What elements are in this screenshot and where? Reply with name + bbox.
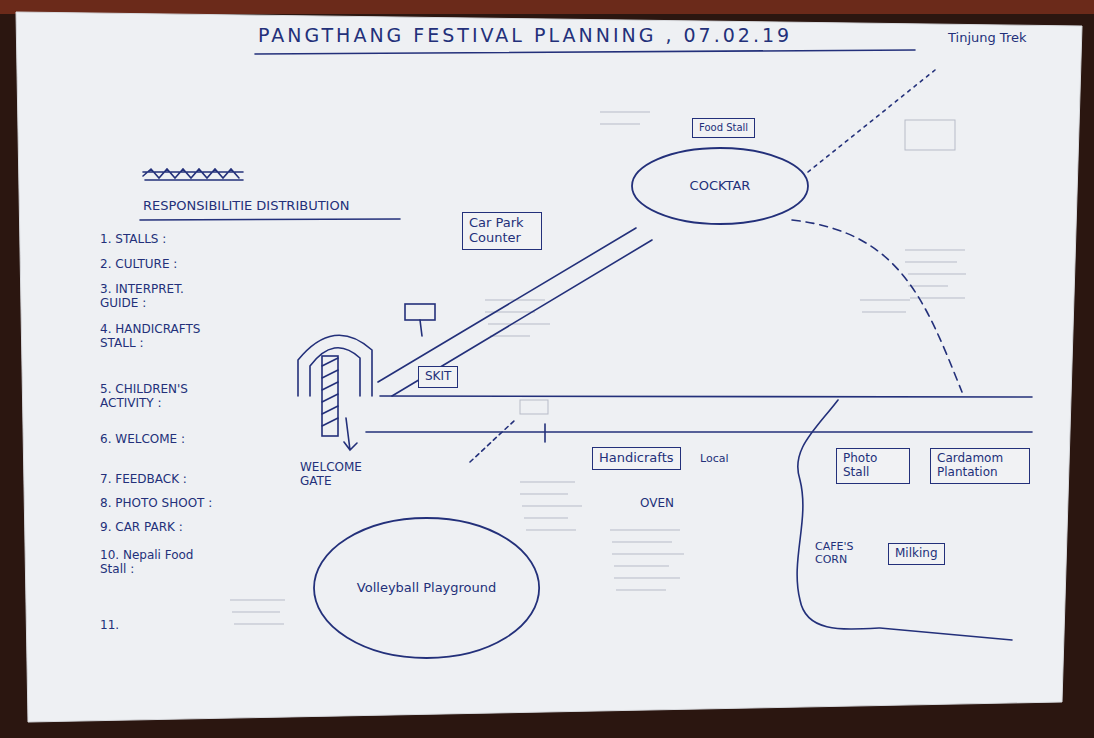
skit-box: SKIT [418, 366, 458, 388]
section-heading: RESPONSIBILITIE DISTRIBUTION [143, 198, 349, 214]
duty-item: 11. [100, 618, 119, 632]
trek-trail [808, 70, 935, 172]
duty-item: 10. Nepali Food Stall : [100, 548, 200, 577]
node-text: Volleyball Playground [357, 581, 496, 596]
road-edge [392, 240, 652, 396]
node-text: Handicrafts [599, 451, 674, 466]
map-note: Local [700, 452, 729, 465]
boundary-line [797, 400, 1012, 640]
duty-item: 8. PHOTO SHOOT : [100, 496, 212, 510]
heading-underline [140, 219, 400, 220]
food-stall-box: Food Stall [692, 118, 755, 138]
duty-item: 9. CAR PARK : [100, 520, 183, 534]
handicrafts-box: Handicrafts [592, 447, 681, 470]
road-edge [380, 396, 1032, 397]
node-text: Photo Stall [843, 452, 903, 480]
duty-item: 7. FEEDBACK : [100, 472, 187, 486]
road-edge [378, 228, 636, 382]
car-park-box: Car Park Counter [462, 212, 542, 250]
central-ground-ellipse: COCKTAR [630, 146, 810, 226]
ellipse-shape [632, 148, 808, 224]
ellipse-shape [314, 518, 539, 658]
node-text: Cardamom Plantation [937, 452, 1023, 480]
sheet-title: PANGTHANG FESTIVAL PLANNING , 07.02.19 [258, 24, 792, 47]
node-text: Food Stall [699, 122, 748, 134]
duty-item: 2. CULTURE : [100, 257, 177, 271]
plantation-box: Cardamom Plantation [930, 448, 1030, 484]
road-tick [544, 424, 546, 442]
duty-item: 5. CHILDREN'S ACTIVITY : [100, 382, 200, 411]
dashed-track [792, 220, 962, 392]
ink-lines [140, 50, 1032, 640]
node-text: Car Park Counter [469, 216, 535, 246]
trek-label: Tinjung Trek [948, 30, 1028, 46]
duty-item: 6. WELCOME : [100, 432, 185, 446]
pencil-notes [230, 112, 966, 624]
sign-pole [420, 320, 422, 336]
duty-item: 1. STALLS : [100, 232, 166, 246]
map-note: CAFE'S CORN [815, 540, 875, 566]
road-edge [366, 431, 1032, 433]
node-text: COCKTAR [690, 179, 751, 194]
title-underline [255, 50, 915, 54]
gate-arch [298, 335, 372, 396]
playground-ellipse: Volleyball Playground [312, 516, 541, 660]
node-text: Milking [895, 547, 938, 561]
gate-arrow [344, 418, 357, 450]
milking-box: Milking [888, 543, 945, 565]
dashed-path [470, 420, 515, 462]
crossed-out-word [143, 169, 243, 180]
paper-sheet [16, 12, 1082, 722]
node-text: SKIT [425, 370, 451, 384]
duty-item: 4. HANDICRAFTS STALL : [100, 322, 210, 351]
sign-board [405, 304, 435, 320]
pillar-hatching [322, 358, 338, 426]
table-edge [0, 0, 1094, 14]
duty-item: 3. INTERPRET. GUIDE : [100, 282, 200, 311]
gate-label: WELCOME GATE [300, 460, 372, 489]
map-note: OVEN [640, 496, 674, 510]
gate-pillar [322, 356, 338, 436]
photo-stall-box: Photo Stall [836, 448, 910, 484]
